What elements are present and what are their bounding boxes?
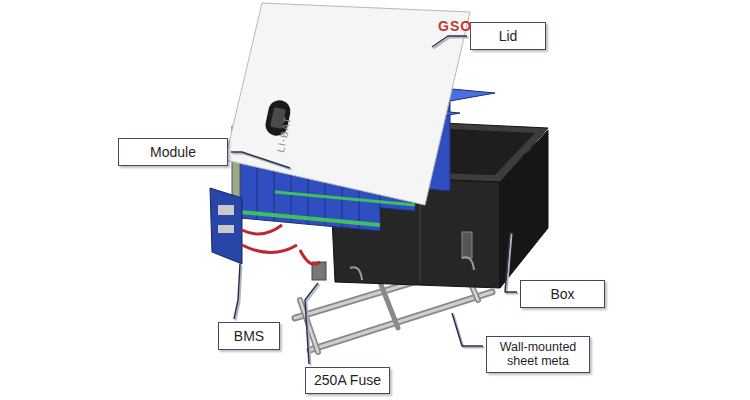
callout-box: BMS xyxy=(218,322,280,350)
label-holder: LI-BAT xyxy=(270,114,295,153)
callout-text: BMS xyxy=(234,328,264,344)
callout-box: Box xyxy=(520,280,605,308)
callout-box: 250A Fuse xyxy=(305,367,390,394)
callout-text: 250A Fuse xyxy=(314,372,381,388)
callout-box: Lid xyxy=(470,22,546,50)
product-marking: LI-BAT xyxy=(275,115,293,153)
callout-box: Module xyxy=(118,138,228,166)
bms-board xyxy=(210,188,297,264)
callout-text: Module xyxy=(150,144,196,160)
callout-text: Wall-mounted sheet meta xyxy=(492,340,584,369)
leader-lines xyxy=(231,36,519,366)
fuse xyxy=(300,250,326,280)
label-holder: GSO xyxy=(438,17,472,35)
callout-box: Wall-mounted sheet meta xyxy=(486,336,590,373)
lid xyxy=(225,3,470,205)
callout-text: Lid xyxy=(499,28,518,44)
brand-logo: GSO xyxy=(438,18,472,34)
callout-text: Box xyxy=(550,286,574,302)
